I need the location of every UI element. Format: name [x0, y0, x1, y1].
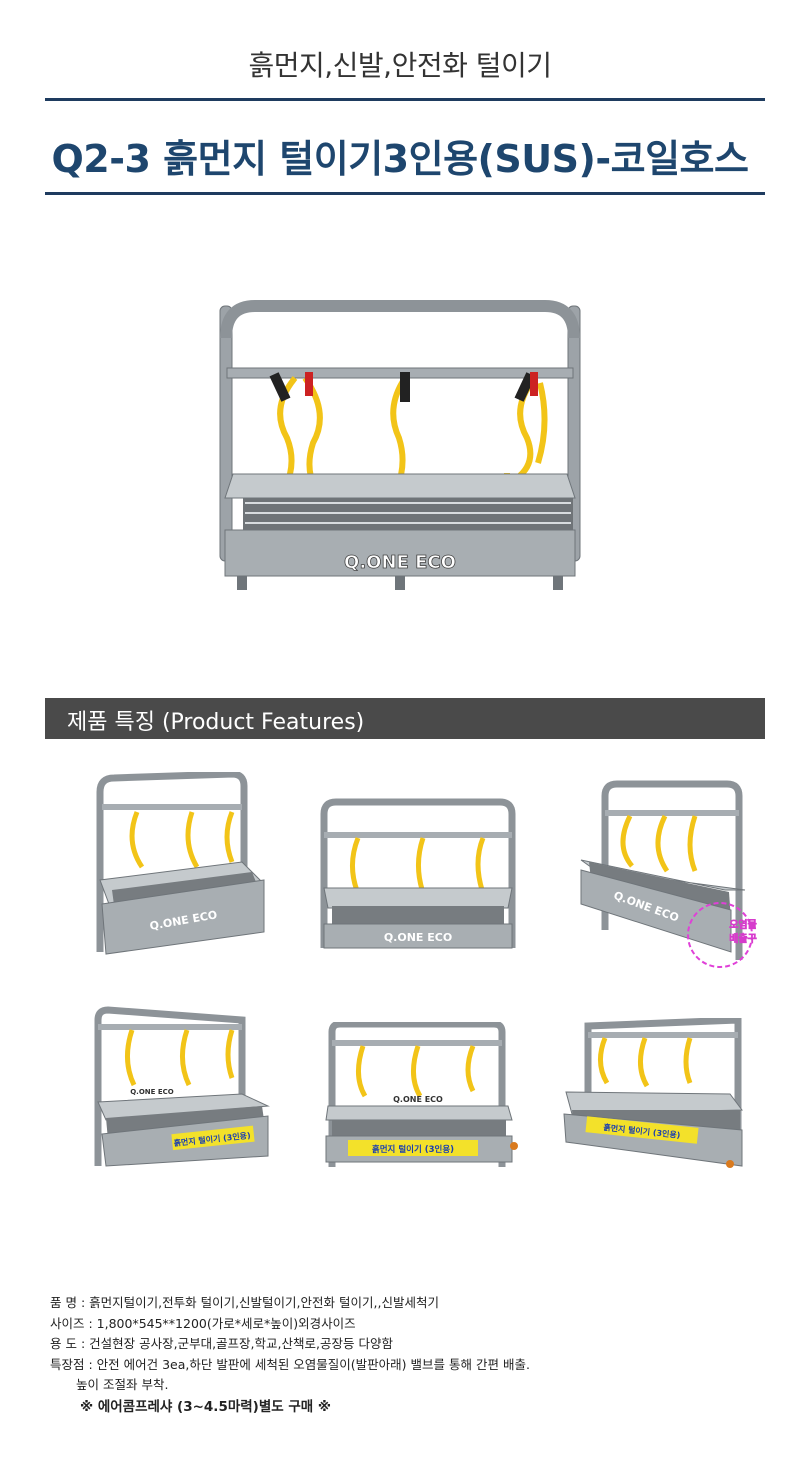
drain-label-bottom: 배출구: [729, 932, 757, 945]
product-thumb-front: Q.ONE ECO: [320, 798, 516, 949]
bottom-rule: [45, 192, 765, 195]
spec-use: 용 도 : 건설현장 공사장,군부대,골프장,학교,산책로,공장등 다양함: [50, 1336, 393, 1351]
spec-name: 품 명 : 흙먼지털이기,전투화 털이기,신발털이기,안전화 털이기,,신발세척…: [50, 1295, 439, 1310]
top-rule: [45, 98, 765, 101]
spec-features: 특장점 : 안전 에어건 3ea,하단 발판에 세척된 오염물질이(발판아래) …: [50, 1356, 530, 1372]
section-header: 제품 특징 (Product Features): [45, 698, 765, 739]
product-thumb-label-left: Q.ONE ECO 흙먼지 털이기 (3인용): [94, 1006, 270, 1167]
thumb2-brand-text: Q.ONE ECO: [384, 931, 452, 944]
section-header-label: 제품 특징 (Product Features): [67, 710, 365, 735]
spec-features-cont: 높이 조절좌 부착.: [76, 1377, 169, 1392]
spec-note: ※ 에어콤프레샤 (3~4.5마력)별도 구매 ※: [80, 1398, 332, 1415]
thumb5-brand-text: Q.ONE ECO: [393, 1095, 443, 1104]
product-main-image: Q.ONE ECO: [219, 300, 581, 590]
thumb4-brand-text: Q.ONE ECO: [130, 1088, 174, 1096]
product-thumb-angle-left: Q.ONE ECO: [96, 772, 265, 955]
drain-label-top: 오염물: [729, 919, 757, 931]
product-thumb-label-right: Q.ONE ECO 흙먼지 털이기 (3인용): [563, 1018, 743, 1168]
page-subtitle: 흙먼지,신발,안전화 털이기: [248, 49, 552, 82]
product-thumb-label-front: Q.ONE ECO 흙먼지 털이기 (3인용): [325, 1022, 518, 1167]
product-thumb-angle-right: Q.ONE ECO 오염물 배출구: [580, 780, 757, 968]
page-title: Q2-3 흙먼지 털이기3인용(SUS)-코일호스: [51, 137, 749, 181]
thumb5-panel-label: 흙먼지 털이기 (3인용): [372, 1144, 454, 1155]
spec-list: 품 명 : 흙먼지털이기,전투화 털이기,신발털이기,안전화 털이기,,신발세척…: [50, 1293, 770, 1417]
spec-size: 사이즈 : 1,800*545**1200(가로*세로*높이)외경사이즈: [50, 1315, 356, 1331]
brand-plate-text: Q.ONE ECO: [344, 552, 456, 573]
